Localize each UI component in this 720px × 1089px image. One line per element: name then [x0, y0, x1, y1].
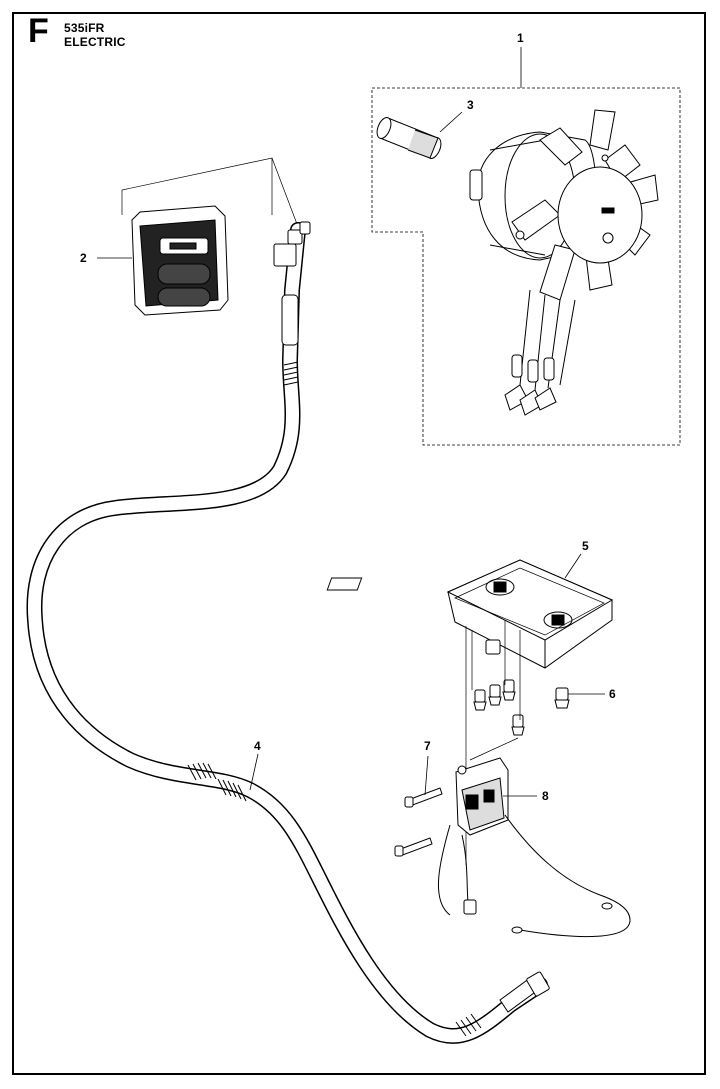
- callout-8: 8: [542, 789, 549, 803]
- callout-7: 7: [424, 739, 431, 753]
- screw-icon: [394, 787, 443, 857]
- motor-fan-assembly-icon: [469, 109, 659, 416]
- model-name: 535iFR: [64, 21, 105, 35]
- sleeve-icon: [376, 117, 442, 159]
- screw-icon: [473, 679, 570, 736]
- section-title: ELECTRIC: [64, 35, 126, 49]
- cable-harness-icon: [26, 221, 550, 1044]
- page-frame: [12, 12, 706, 1075]
- switch-bracket-icon: [438, 757, 631, 938]
- callout-leaders: [97, 47, 605, 797]
- motor-group-outline: [371, 87, 681, 446]
- callout-1: 1: [517, 31, 524, 45]
- callout-5: 5: [582, 539, 589, 553]
- section-letter: F: [28, 12, 49, 50]
- callout-2: 2: [80, 251, 87, 265]
- control-unit-icon: [326, 559, 614, 669]
- control-keypad-icon: [131, 205, 229, 316]
- callout-3: 3: [467, 98, 474, 112]
- keypad-exploded-lines: [121, 157, 273, 215]
- callout-6: 6: [609, 687, 616, 701]
- callout-4: 4: [254, 739, 261, 753]
